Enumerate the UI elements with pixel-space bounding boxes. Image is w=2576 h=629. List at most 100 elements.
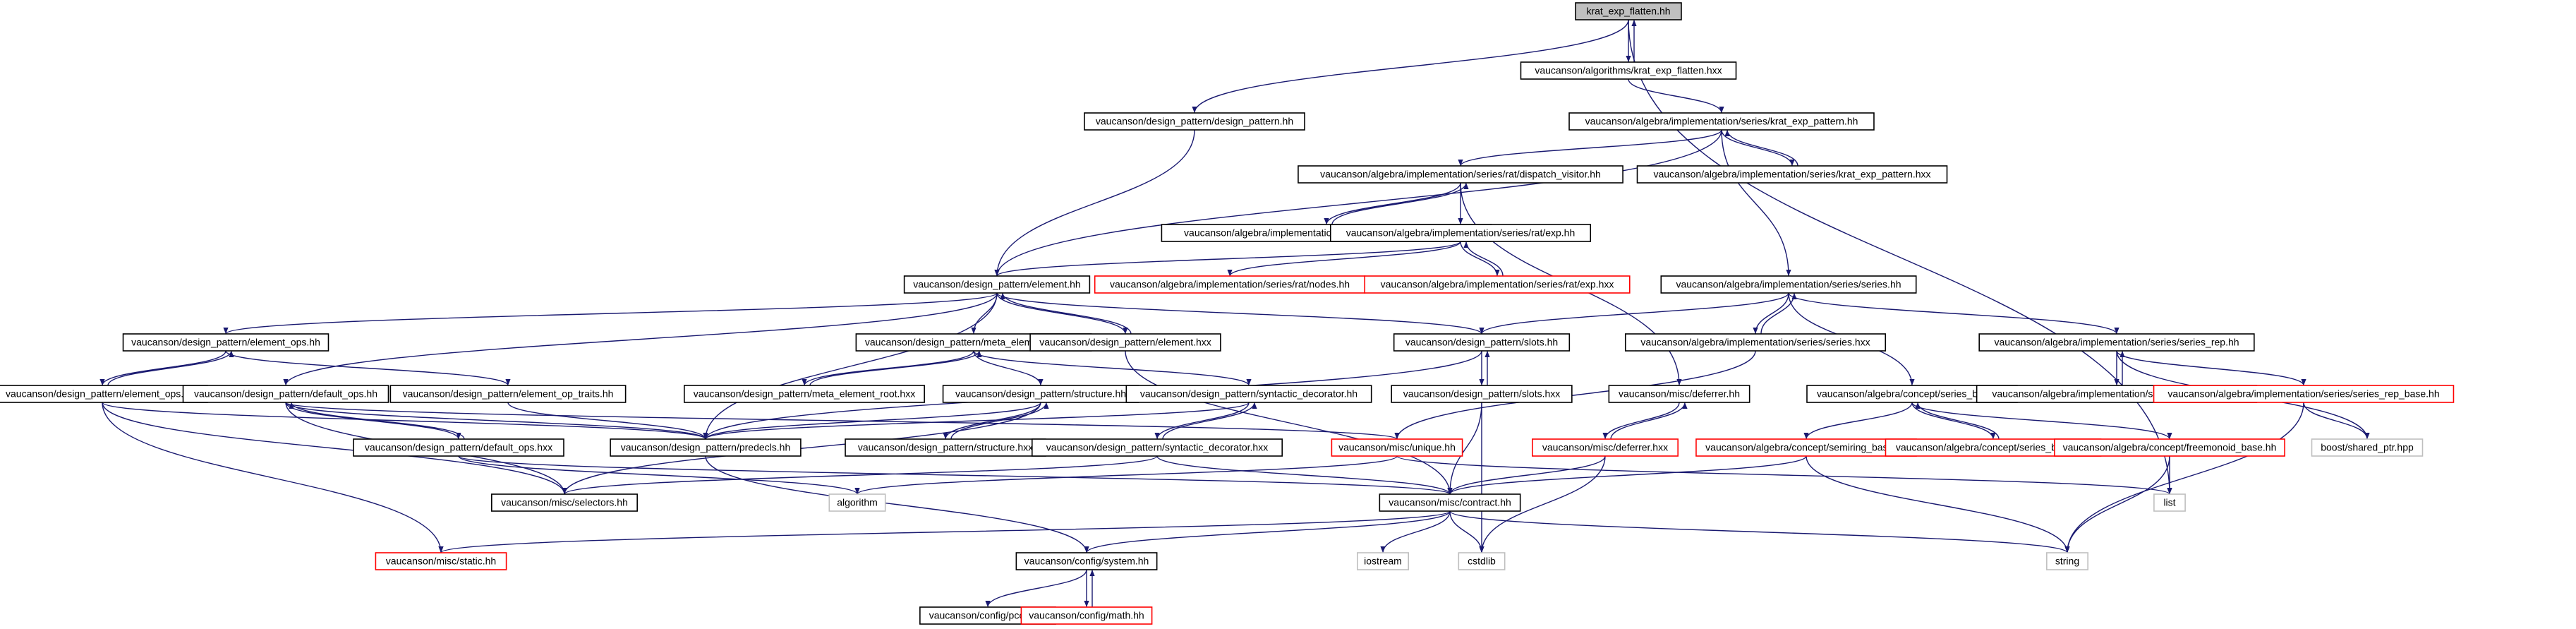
node-dp-meta-element-root-hxx[interactable]: vaucanson/design_pattern/meta_element_ro…	[684, 385, 925, 403]
node-dp-syntactic-decorator-hxx[interactable]: vaucanson/design_pattern/syntactic_decor…	[1032, 438, 1283, 457]
node-label: vaucanson/design_pattern/default_ops.hxx	[365, 442, 552, 453]
node-label: vaucanson/design_pattern/meta_element_ro…	[694, 388, 915, 400]
edge-series-series-hxx-to-series-series-hh	[1760, 292, 1797, 335]
node-label: vaucanson/misc/deferrer.hxx	[1542, 442, 1668, 453]
node-box	[353, 438, 564, 457]
edge-series-series-hh-to-series-rep-hh	[1788, 292, 2120, 335]
node-box	[1020, 606, 1153, 625]
node-label: vaucanson/misc/selectors.hh	[501, 497, 628, 508]
node-box	[1568, 112, 1875, 131]
edge-misc-unique-hh-to-algorithm	[854, 455, 1398, 495]
node-alg-krat-exp-flatten-hxx[interactable]: vaucanson/algorithms/krat_exp_flatten.hx…	[1520, 61, 1737, 80]
edge-dp-element-hh-to-dp-slots-hh	[996, 292, 1484, 335]
node-misc-unique-hh[interactable]: vaucanson/misc/unique.hh	[1331, 438, 1463, 457]
node-series-series-hxx[interactable]: vaucanson/algebra/implementation/series/…	[1624, 333, 1887, 352]
edge-dp-default-ops-hxx-to-dp-default-ops-hh	[289, 402, 465, 440]
node-dp-slots-hxx[interactable]: vaucanson/design_pattern/slots.hxx	[1391, 385, 1573, 403]
node-series-rep-hh[interactable]: vaucanson/algebra/implementation/series/…	[1978, 333, 2255, 352]
node-dp-predecls-hh[interactable]: vaucanson/design_pattern/predecls.hh	[610, 438, 802, 457]
edge-alg-krat-exp-flatten-hxx-to-series-krat-exp-pattern-hh	[1628, 78, 1724, 114]
node-label: iostream	[1364, 556, 1402, 567]
node-box	[2054, 438, 2285, 457]
node-series-series-hh[interactable]: vaucanson/algebra/implementation/series/…	[1660, 275, 1917, 294]
edge-dp-design-pattern-hh-to-dp-element-hh	[994, 129, 1195, 277]
node-algorithm[interactable]: algorithm	[828, 493, 886, 512]
node-dp-syntactic-decorator-hh[interactable]: vaucanson/design_pattern/syntactic_decor…	[1125, 385, 1372, 403]
node-box	[1520, 61, 1737, 80]
node-dispatch-visitor-hh[interactable]: vaucanson/algebra/implementation/series/…	[1298, 165, 1623, 184]
node-label: vaucanson/design_pattern/syntactic_decor…	[1046, 442, 1268, 453]
node-dp-structure-hh[interactable]: vaucanson/design_pattern/structure.hh	[942, 385, 1139, 403]
node-label: vaucanson/algebra/implementation/series/…	[1676, 279, 1901, 290]
node-misc-selectors-hh[interactable]: vaucanson/misc/selectors.hh	[491, 493, 638, 512]
node-label: vaucanson/misc/deferrer.hh	[1619, 388, 1740, 400]
node-label: vaucanson/algebra/implementation/series/…	[1110, 279, 1350, 290]
edge-dp-meta-element-root-hxx-to-dp-meta-element-root-hh	[809, 350, 982, 386]
node-concept-semiring-base-hh[interactable]: vaucanson/algebra/concept/semiring_base.…	[1695, 438, 1917, 457]
node-boost-shared-ptr-hpp[interactable]: boost/shared_ptr.hpp	[2311, 438, 2424, 457]
node-misc-deferrer-hxx[interactable]: vaucanson/misc/deferrer.hxx	[1532, 438, 1679, 457]
edge-dp-element-hh-to-dp-element-ops-hh	[223, 292, 998, 335]
node-box	[942, 385, 1139, 403]
node-dp-default-ops-hxx[interactable]: vaucanson/design_pattern/default_ops.hxx	[353, 438, 564, 457]
node-series-krat-exp-pattern-hxx[interactable]: vaucanson/algebra/implementation/series/…	[1636, 165, 1948, 184]
node-series-rep-base-hh[interactable]: vaucanson/algebra/implementation/series/…	[2153, 385, 2455, 403]
node-dp-default-ops-hh[interactable]: vaucanson/design_pattern/default_ops.hh	[182, 385, 389, 403]
edge-concept-semiring-base-hh-to-string	[1806, 455, 2070, 553]
edge-dp-element-hh-to-dp-element-hxx	[996, 292, 1128, 335]
node-rat-nodes-hh[interactable]: vaucanson/algebra/implementation/series/…	[1094, 275, 1366, 294]
node-box	[1379, 493, 1521, 512]
node-config-math-hh[interactable]: vaucanson/config/math.hh	[1020, 606, 1153, 625]
node-dp-structure-hxx[interactable]: vaucanson/design_pattern/structure.hxx	[845, 438, 1046, 457]
node-dp-slots-hh[interactable]: vaucanson/design_pattern/slots.hh	[1393, 333, 1571, 352]
node-box	[1015, 552, 1158, 570]
node-box	[389, 385, 627, 403]
node-box	[0, 385, 208, 403]
node-box	[1636, 165, 1948, 184]
edge-misc-contract-hh-to-string	[1449, 510, 2070, 553]
edge-dp-element-hh-to-dp-meta-element-root-hh	[971, 292, 998, 335]
node-dp-element-op-traits-hh[interactable]: vaucanson/design_pattern/element_op_trai…	[389, 385, 627, 403]
node-label: cstdlib	[1468, 556, 1496, 567]
node-concept-freemonoid-base-hh[interactable]: vaucanson/algebra/concept/freemonoid_bas…	[2054, 438, 2285, 457]
node-rat-exp-hxx[interactable]: vaucanson/algebra/implementation/series/…	[1364, 275, 1631, 294]
node-box	[1364, 275, 1631, 294]
edge-concept-series-base-hh-to-concept-semiring-base-hh	[1803, 402, 1913, 440]
edge-dp-structure-hh-to-dp-structure-hxx	[943, 402, 1041, 440]
node-list[interactable]: list	[2153, 493, 2186, 512]
node-box	[182, 385, 389, 403]
edge-misc-deferrer-hxx-to-misc-contract-hh	[1447, 455, 1606, 495]
node-misc-static-hh[interactable]: vaucanson/misc/static.hh	[375, 552, 507, 570]
edge-krat-exp-flatten-hh-to-list	[1628, 19, 2172, 495]
node-dp-design-pattern-hh[interactable]: vaucanson/design_pattern/design_pattern.…	[1084, 112, 1305, 131]
node-config-system-hh[interactable]: vaucanson/config/system.hh	[1015, 552, 1158, 570]
node-krat-exp-flatten-hh[interactable]: krat_exp_flatten.hh	[1575, 2, 1682, 20]
edge-concept-semiring-base-hh-to-misc-contract-hh	[1447, 455, 1807, 495]
node-box	[1029, 333, 1221, 352]
node-dp-element-ops-hxx[interactable]: vaucanson/design_pattern/element_ops.hxx	[0, 385, 208, 403]
node-dp-element-ops-hh[interactable]: vaucanson/design_pattern/element_ops.hh	[122, 333, 329, 352]
node-string[interactable]: string	[2046, 552, 2088, 570]
node-box	[1084, 112, 1305, 131]
edge-series-series-hxx-to-misc-unique-hh	[1394, 350, 1756, 440]
edge-misc-contract-hh-to-cstdlib	[1449, 510, 1484, 553]
node-cstdlib[interactable]: cstdlib	[1458, 552, 1506, 570]
edge-dp-element-op-traits-hh-to-dp-predecls-hh	[507, 402, 708, 440]
edge-series-series-hh-to-series-series-hxx	[1753, 292, 1789, 335]
node-label: vaucanson/design_pattern/slots.hh	[1405, 337, 1558, 348]
edge-series-krat-exp-pattern-hh-to-series-krat-exp-pattern-hxx	[1721, 129, 1795, 167]
node-label: vaucanson/design_pattern/element.hxx	[1039, 337, 1211, 348]
edge-rat-exp-hxx-to-rat-exp-hh	[1463, 241, 1504, 277]
node-dp-element-hxx[interactable]: vaucanson/design_pattern/element.hxx	[1029, 333, 1221, 352]
node-label: algorithm	[837, 497, 878, 508]
node-misc-deferrer-hh[interactable]: vaucanson/misc/deferrer.hh	[1608, 385, 1750, 403]
node-dp-element-hh[interactable]: vaucanson/design_pattern/element.hh	[903, 275, 1091, 294]
edge-series-rep-base-hh-to-boost-shared-ptr-hpp	[2303, 402, 2370, 440]
edge-krat-exp-flatten-hh-to-dp-design-pattern-hh	[1192, 19, 1629, 114]
node-misc-contract-hh[interactable]: vaucanson/misc/contract.hh	[1379, 493, 1521, 512]
node-box	[1125, 385, 1372, 403]
node-rat-exp-hh[interactable]: vaucanson/algebra/implementation/series/…	[1329, 224, 1592, 242]
node-iostream[interactable]: iostream	[1357, 552, 1410, 570]
edge-misc-contract-hh-to-iostream	[1380, 510, 1451, 553]
node-series-krat-exp-pattern-hh[interactable]: vaucanson/algebra/implementation/series/…	[1568, 112, 1875, 131]
